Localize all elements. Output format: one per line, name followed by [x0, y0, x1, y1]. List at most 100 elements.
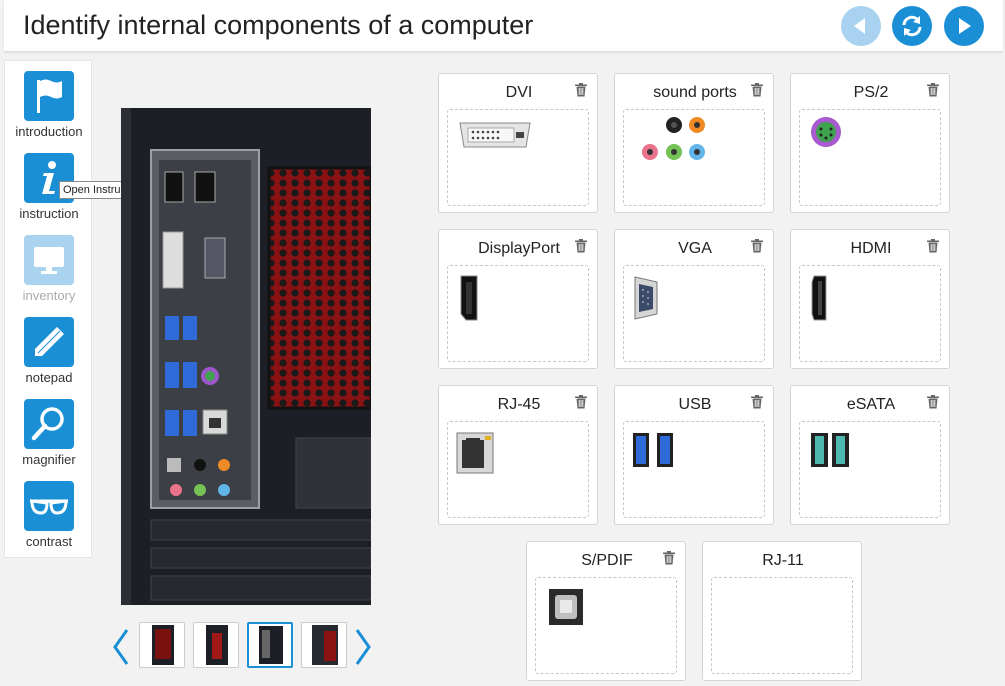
introduction-label: introduction — [15, 124, 83, 139]
magnifier-label: magnifier — [22, 452, 76, 467]
remove-button[interactable] — [927, 395, 939, 409]
drop-zone[interactable] — [623, 265, 765, 362]
gallery-thumb-active[interactable] — [247, 622, 293, 668]
placed-port[interactable] — [632, 274, 660, 327]
placed-port[interactable] — [632, 432, 674, 473]
esata-ports-icon — [811, 433, 849, 467]
placed-port[interactable] — [810, 432, 850, 473]
card-title: S/PDIF — [581, 552, 633, 569]
drop-zone[interactable] — [535, 577, 677, 674]
magnifier-tool[interactable]: magnifier — [5, 399, 93, 467]
port-card-rj-45: RJ-45 — [438, 385, 598, 525]
remove-button[interactable] — [751, 83, 763, 97]
ps2-port-icon — [811, 117, 841, 147]
port-card-sound-ports: sound ports — [614, 73, 774, 213]
magnifier-icon — [31, 407, 64, 441]
drop-zone[interactable] — [711, 577, 853, 674]
drop-zone[interactable] — [623, 109, 765, 206]
remove-button[interactable] — [663, 551, 675, 565]
remove-button[interactable] — [575, 395, 587, 409]
inventory-label: inventory — [22, 288, 76, 303]
card-title: PS/2 — [853, 84, 889, 101]
drop-zone[interactable] — [623, 421, 765, 518]
spdif-port-icon — [549, 589, 583, 625]
hdmi-port-icon — [811, 275, 827, 321]
chevron-left-icon — [113, 629, 129, 665]
tower-angle-thumb — [312, 625, 338, 665]
glasses-icon — [30, 499, 68, 515]
drop-zone[interactable] — [447, 265, 589, 362]
card-title: sound ports — [653, 84, 737, 101]
remove-button[interactable] — [751, 395, 763, 409]
remove-button[interactable] — [575, 239, 587, 253]
trash-icon — [575, 83, 587, 97]
introduction-tool[interactable]: introduction — [5, 71, 93, 139]
port-card-vga: VGA — [614, 229, 774, 369]
drop-zone[interactable] — [447, 109, 589, 206]
trash-icon — [663, 551, 675, 565]
card-title: VGA — [678, 240, 712, 257]
gallery-thumb[interactable] — [139, 622, 185, 668]
pencil-icon — [35, 327, 64, 356]
drop-zone[interactable] — [799, 421, 941, 518]
usb-ports-icon — [633, 433, 673, 467]
drop-zone[interactable] — [799, 265, 941, 362]
notepad-tool[interactable]: notepad — [5, 317, 93, 385]
gallery-next-button[interactable] — [354, 628, 372, 672]
trash-icon — [927, 83, 939, 97]
drop-zone[interactable] — [447, 421, 589, 518]
placed-port[interactable] — [810, 274, 830, 327]
arrow-left-icon — [854, 18, 865, 34]
contrast-label: contrast — [25, 534, 73, 549]
remove-button[interactable] — [927, 239, 939, 253]
port-card-rj-11: RJ-11 — [702, 541, 862, 681]
notepad-label: notepad — [25, 370, 73, 385]
remove-button[interactable] — [751, 239, 763, 253]
port-card-displayport: DisplayPort — [438, 229, 598, 369]
card-title: eSATA — [846, 396, 896, 413]
trash-icon — [751, 239, 763, 253]
remove-button[interactable] — [927, 83, 939, 97]
drop-zone[interactable] — [799, 109, 941, 206]
card-title: USB — [678, 396, 712, 413]
card-title: RJ-11 — [762, 552, 804, 569]
tower-rear-thumb — [259, 626, 283, 664]
port-card-dvi: DVI — [438, 73, 598, 213]
remove-button[interactable] — [575, 83, 587, 97]
placed-port[interactable] — [458, 274, 480, 327]
rj45-port-icon — [456, 432, 494, 474]
trash-icon — [927, 395, 939, 409]
instruction-label: instruction — [19, 206, 79, 221]
card-title: DVI — [505, 84, 533, 101]
placed-port[interactable] — [548, 588, 584, 631]
placed-port[interactable] — [458, 120, 532, 155]
page-title: Identify internal components of a comput… — [23, 10, 534, 40]
contrast-tool[interactable]: contrast — [5, 481, 93, 549]
gallery-thumb[interactable] — [301, 622, 347, 668]
reset-button[interactable] — [892, 6, 932, 46]
displayport-icon — [460, 275, 478, 321]
placed-port[interactable] — [810, 116, 842, 153]
card-title: HDMI — [850, 240, 892, 257]
dvi-port-icon — [459, 122, 531, 148]
flag-icon — [37, 79, 62, 113]
placed-port[interactable] — [636, 116, 708, 169]
placed-port[interactable] — [456, 432, 494, 479]
trash-icon — [575, 239, 587, 253]
tower-side-thumb — [206, 625, 228, 665]
tools-sidebar: introduction instruction inventory — [4, 60, 92, 558]
image-gallery — [110, 620, 375, 670]
gallery-thumb[interactable] — [193, 622, 239, 668]
trash-icon — [927, 239, 939, 253]
port-card-hdmi: HDMI — [790, 229, 950, 369]
gallery-prev-button[interactable] — [112, 628, 130, 672]
monitor-icon — [34, 247, 64, 274]
inventory-tool[interactable]: inventory — [5, 235, 93, 303]
card-title: RJ-45 — [497, 396, 541, 413]
trash-icon — [751, 395, 763, 409]
card-title: DisplayPort — [478, 240, 560, 257]
next-button[interactable] — [944, 6, 984, 46]
port-card-ps-2: PS/2 — [790, 73, 950, 213]
back-button[interactable] — [841, 6, 881, 46]
trash-icon — [575, 395, 587, 409]
